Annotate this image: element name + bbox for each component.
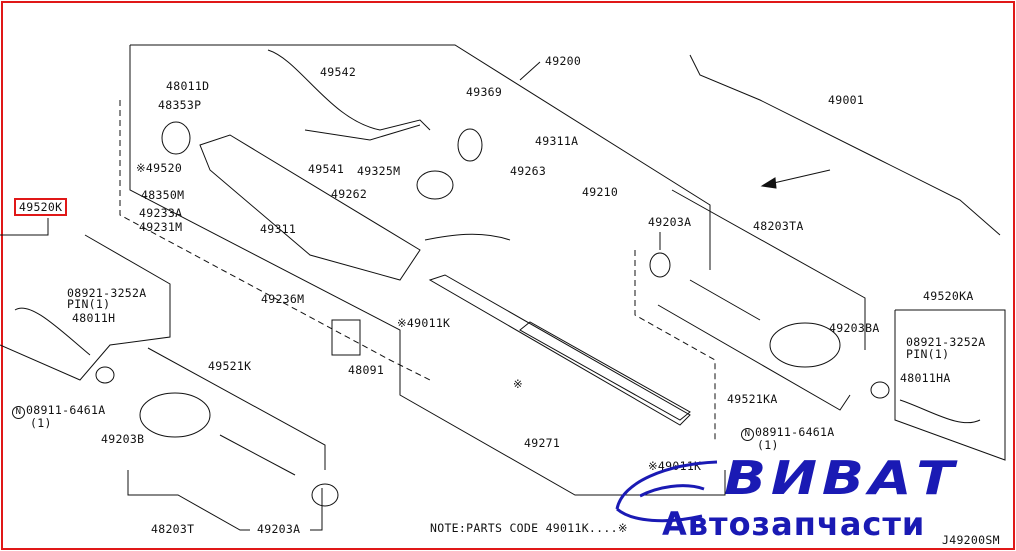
inner-rod-49521K <box>219 434 296 476</box>
leader-49203A-l <box>310 488 323 531</box>
label-48011H[interactable]: 48011H <box>72 311 116 325</box>
valve-49210 <box>416 170 454 200</box>
label-48353P[interactable]: 48353P <box>158 98 202 112</box>
rack-tube <box>428 274 691 426</box>
label-48203TA[interactable]: 48203TA <box>753 219 804 233</box>
label-49369[interactable]: 49369 <box>466 85 503 99</box>
n-circle-icon: N <box>741 428 754 441</box>
label-49203BA[interactable]: 49203BA <box>829 321 880 335</box>
frame-right-dash <box>634 250 716 440</box>
label-49203B[interactable]: 49203B <box>101 432 145 446</box>
harness <box>424 233 511 241</box>
label-48011D[interactable]: 48011D <box>166 79 210 93</box>
car-logo-icon <box>615 460 718 523</box>
label-49520[interactable]: ※49520 <box>136 161 183 175</box>
pipe-49541 <box>304 124 421 141</box>
boot-48203T <box>139 392 211 438</box>
label-08921-3252A-right[interactable]: 08921-3252A <box>906 335 986 349</box>
arrow-head <box>760 177 777 189</box>
label-49541[interactable]: 49541 <box>308 162 345 176</box>
label-08921-3252A-left[interactable]: 08921-3252A <box>67 286 147 300</box>
leader-49200 <box>519 61 541 81</box>
frame-49521K <box>147 347 326 470</box>
label-48203T[interactable]: 48203T <box>151 522 195 536</box>
label-49521K[interactable]: 49521K <box>208 359 252 373</box>
frame-49520K <box>0 218 49 236</box>
part-code: 08911-6461A <box>755 425 835 439</box>
frame-dash <box>119 100 431 381</box>
watermark-subtitle: Автозапчасти <box>662 505 926 543</box>
label-pin-qty-left: PIN(1) <box>67 297 111 311</box>
label-49233A[interactable]: 49233A <box>139 206 183 220</box>
inner-rod-49521KA <box>689 279 761 321</box>
label-49311A[interactable]: 49311A <box>535 134 579 148</box>
gear-housing <box>199 134 421 281</box>
label-48091[interactable]: 48091 <box>348 363 385 377</box>
label-nut-qty-right: (1) <box>757 438 779 452</box>
label-49203A-right[interactable]: 49203A <box>648 215 692 229</box>
label-49311[interactable]: 49311 <box>260 222 297 236</box>
watermark-logo: ВИВАТ Автозапчасти <box>612 454 1012 549</box>
label-49520KA[interactable]: 49520KA <box>923 289 974 303</box>
label-49262[interactable]: 49262 <box>331 187 368 201</box>
label-49011K-a[interactable]: ※49011K <box>397 316 451 330</box>
tie-rod-end-48011H <box>14 307 91 356</box>
pipe-49542 <box>267 49 431 131</box>
label-49271[interactable]: 49271 <box>524 436 561 450</box>
label-49231M[interactable]: 49231M <box>139 220 183 234</box>
label-49200[interactable]: 49200 <box>545 54 582 68</box>
leader-49521KA <box>657 304 851 411</box>
label-49542[interactable]: 49542 <box>320 65 357 79</box>
label-49520K-selected[interactable]: 49520K <box>14 198 68 216</box>
star-mark: ※ <box>513 377 523 391</box>
drawing-id: J49200SM <box>942 533 1000 547</box>
frame-49520K-box <box>0 234 171 381</box>
leader-48203T <box>127 470 250 531</box>
clamp-49203A-r <box>649 252 671 278</box>
frame-49520KA <box>894 309 1006 461</box>
label-49011K-b[interactable]: ※49011K <box>648 459 702 473</box>
boot-48203TA <box>769 322 841 368</box>
seal-49520 <box>161 121 191 155</box>
assembly-49001 <box>689 54 1001 236</box>
label-49203A-left[interactable]: 49203A <box>257 522 301 536</box>
label-49521KA[interactable]: 49521KA <box>727 392 778 406</box>
label-48011HA[interactable]: 48011HA <box>900 371 951 385</box>
frame-49200 <box>130 44 711 270</box>
frame-left <box>129 45 726 496</box>
label-49210[interactable]: 49210 <box>582 185 619 199</box>
label-48350M[interactable]: 48350M <box>141 188 185 202</box>
label-pin-qty-right: PIN(1) <box>906 347 950 361</box>
rack-tube-2 <box>519 321 691 421</box>
label-49236M[interactable]: 49236M <box>261 292 305 306</box>
frame-48203TA <box>671 189 866 350</box>
part-code: 08911-6461A <box>26 403 106 417</box>
watermark-brand: ВИВАТ <box>724 451 959 505</box>
label-49325M[interactable]: 49325M <box>357 164 401 178</box>
boot-49263 <box>457 128 483 162</box>
label-49001[interactable]: 49001 <box>828 93 865 107</box>
n-circle-icon: N <box>12 406 25 419</box>
clamp-49203A-l <box>311 483 339 507</box>
nut-l <box>95 366 115 384</box>
bracket-48091 <box>331 319 361 356</box>
nut-r <box>870 381 890 399</box>
tie-rod-end-48011HA <box>899 399 981 424</box>
label-49263[interactable]: 49263 <box>510 164 547 178</box>
note-text: NOTE:PARTS CODE 49011K....※ <box>430 521 628 535</box>
label-nut-qty-left: (1) <box>30 416 52 430</box>
